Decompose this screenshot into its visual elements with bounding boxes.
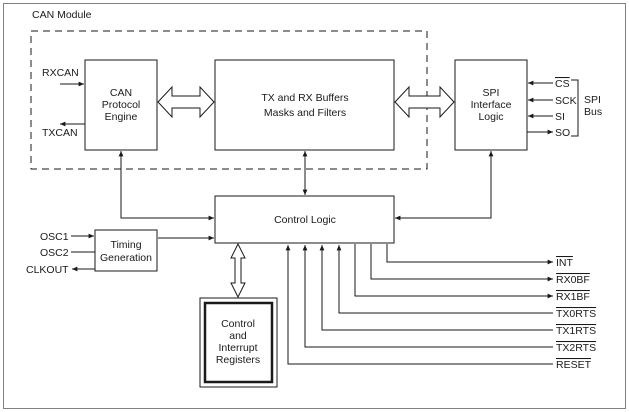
clkout-label: CLKOUT [26,264,69,276]
int-line [386,244,553,265]
can-engine-label-2: Protocol [102,99,141,111]
tx2rts-label: TX2RTS [556,342,596,354]
buffers-label-2: Masks and Filters [264,107,346,119]
tx2rts-line [302,245,553,348]
registers-label-3: Interrupt [218,342,257,354]
spi-bus-label-1: SPI [584,94,601,106]
control-logic-label: Control Logic [274,214,336,226]
rxcan-label: RXCAN [42,67,79,79]
reset-label: RESET [556,359,592,371]
spi-interface-logic-block [454,59,528,151]
registers-inner-border [203,301,274,384]
sck-label: SCK [555,95,577,107]
registers-label-1: Control [221,318,255,330]
rx0bf-line [370,244,553,282]
spi-control-link [395,151,494,221]
registers-label-4: Registers [216,354,260,366]
txcan-label: TXCAN [42,127,78,139]
tx1rts-label: TX1RTS [556,325,596,337]
timing-label-2: Generation [100,252,152,264]
reset-line [285,245,553,365]
buffers-block [214,59,395,151]
spi-logic-label-2: Interface [471,99,512,111]
registers-outer-border [199,297,278,388]
so-label: SO [555,127,570,139]
spi-logic-label-1: SPI [483,87,500,99]
timing-generation-block [94,229,158,272]
si-label: SI [555,111,565,123]
control-registers-bus-arrow [230,242,246,299]
bus-arrow-buffers-spi [394,85,455,119]
outer-frame [3,3,626,409]
registers-label-2: and [229,330,247,342]
can-protocol-engine-block [84,59,158,151]
osc2-label: OSC2 [40,247,69,259]
tx0rts-label: TX0RTS [556,308,596,320]
cs-label: CS [555,78,570,90]
can-engine-label-1: CAN [110,87,132,99]
rx1bf-label: RX1BF [556,291,590,303]
spi-logic-label-3: Logic [478,111,503,123]
spi-bus-bracket [571,79,579,137]
spi-bus-label-2: Bus [584,106,602,118]
tx0rts-line [336,245,553,314]
rx1bf-line [354,244,553,299]
can-engine-label-3: Engine [105,111,138,123]
timing-label-1: Timing [110,239,141,251]
buffers-label-1: TX and RX Buffers [261,92,348,104]
control-logic-block [214,195,395,244]
rx0bf-label: RX0BF [556,274,590,286]
engine-control-link [118,151,214,221]
osc1-label: OSC1 [40,231,69,243]
int-label: INT [556,257,574,269]
can-module-title: CAN Module [32,9,92,21]
tx1rts-line [319,245,553,331]
can-module-boundary [30,30,428,170]
bus-arrow-engine-buffers [157,85,215,119]
